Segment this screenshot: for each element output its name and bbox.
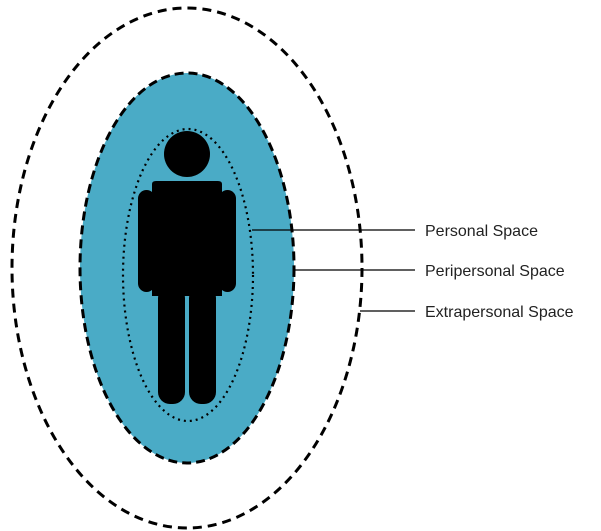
extrapersonal-space-label: Extrapersonal Space: [425, 304, 574, 321]
personal-space-boundary: [121, 127, 255, 423]
personal-space-label: Personal Space: [425, 223, 538, 240]
peripersonal-space-label: Peripersonal Space: [425, 263, 565, 280]
extrapersonal-space-boundary: [10, 6, 364, 530]
person-icon: [138, 131, 236, 404]
